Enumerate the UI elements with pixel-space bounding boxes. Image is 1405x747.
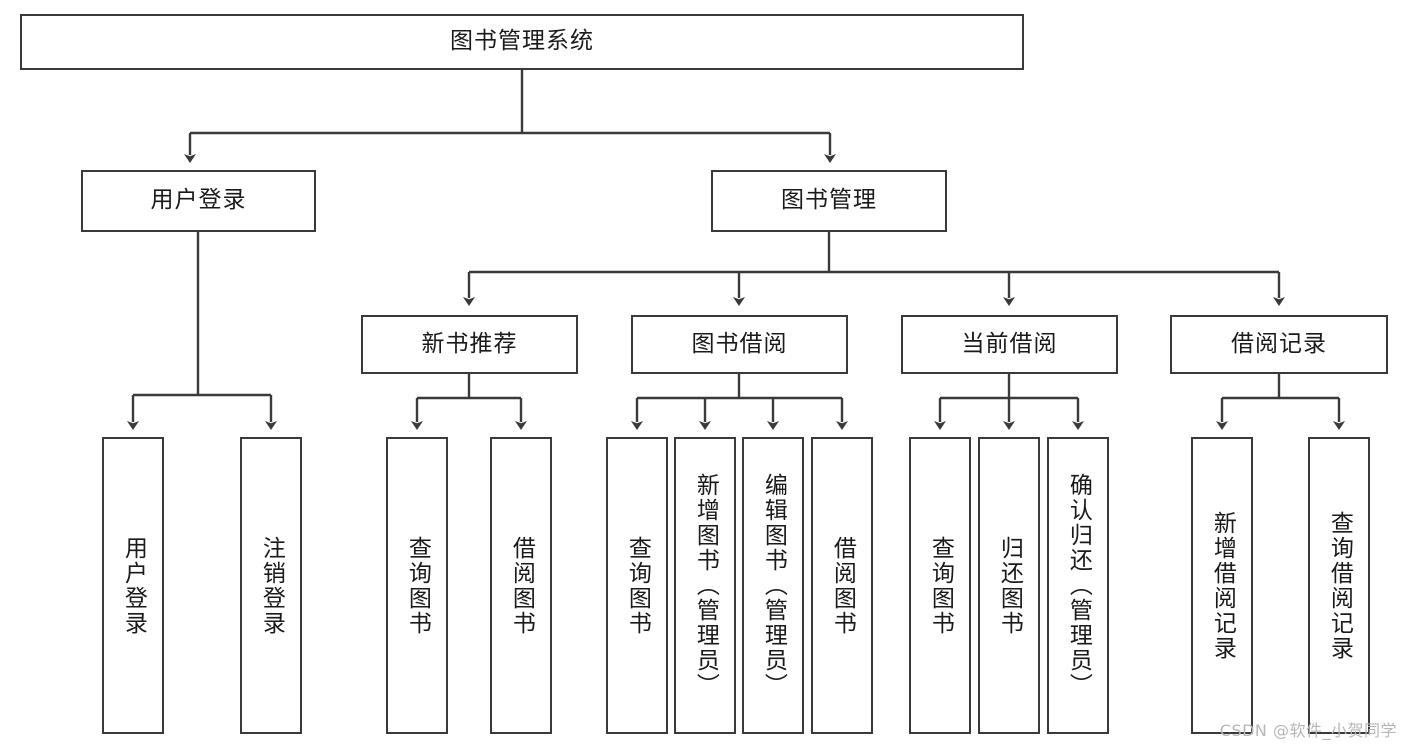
node-user-login[interactable]: 用户登录 [81,170,316,232]
node-label: 借阅记录 [1231,330,1327,357]
node-label: 查询图书 [927,535,954,636]
leaf-borrow-query-book[interactable]: 查询图书 [606,437,668,734]
node-label: 图书管理系统 [450,28,594,55]
node-label: 编辑图书（管理员） [760,473,787,698]
node-label: 新增图书（管理员） [692,473,719,698]
leaf-record-add-borrow-record[interactable]: 新增借阅记录 [1191,437,1253,734]
node-root-book-management-system[interactable]: 图书管理系统 [20,14,1024,70]
leaf-recommend-query-book[interactable]: 查询图书 [386,437,448,734]
node-label: 用户登录 [150,187,247,214]
node-label: 用户登录 [120,535,147,636]
node-label: 新增借阅记录 [1209,510,1236,661]
node-label: 查询图书 [624,535,651,636]
node-book-borrow[interactable]: 图书借阅 [631,315,848,374]
node-label: 图书管理 [781,187,877,214]
node-label: 查询图书 [404,535,431,636]
node-new-book-recommend[interactable]: 新书推荐 [361,315,578,374]
node-book-management[interactable]: 图书管理 [711,170,947,232]
leaf-current-return-book[interactable]: 归还图书 [978,437,1040,734]
leaf-user-login-signout[interactable]: 注销登录 [240,437,302,734]
leaf-borrow-edit-book-admin[interactable]: 编辑图书（管理员） [742,437,804,734]
node-label: 借阅图书 [508,535,535,636]
node-label: 查询借阅记录 [1326,510,1353,661]
leaf-borrow-add-book-admin[interactable]: 新增图书（管理员） [674,437,736,734]
leaf-record-query-borrow-record[interactable]: 查询借阅记录 [1308,437,1370,734]
node-label: 图书借阅 [691,330,788,357]
node-label: 注销登录 [258,535,285,636]
leaf-current-query-book[interactable]: 查询图书 [909,437,971,734]
node-borrow-record[interactable]: 借阅记录 [1170,315,1388,374]
node-label: 新书推荐 [421,330,518,357]
leaf-recommend-borrow-book[interactable]: 借阅图书 [490,437,552,734]
leaf-current-confirm-return-admin[interactable]: 确认归还（管理员） [1047,437,1109,734]
leaf-user-login-signin[interactable]: 用户登录 [102,437,164,734]
node-label: 借阅图书 [829,535,856,636]
watermark-text: CSDN @软件_小贺同学 [1219,721,1397,740]
node-label: 归还图书 [996,535,1023,636]
node-label: 当前借阅 [961,330,1058,357]
node-current-borrow[interactable]: 当前借阅 [901,315,1118,374]
node-label: 确认归还（管理员） [1065,473,1092,698]
leaf-borrow-borrow-book[interactable]: 借阅图书 [811,437,873,734]
